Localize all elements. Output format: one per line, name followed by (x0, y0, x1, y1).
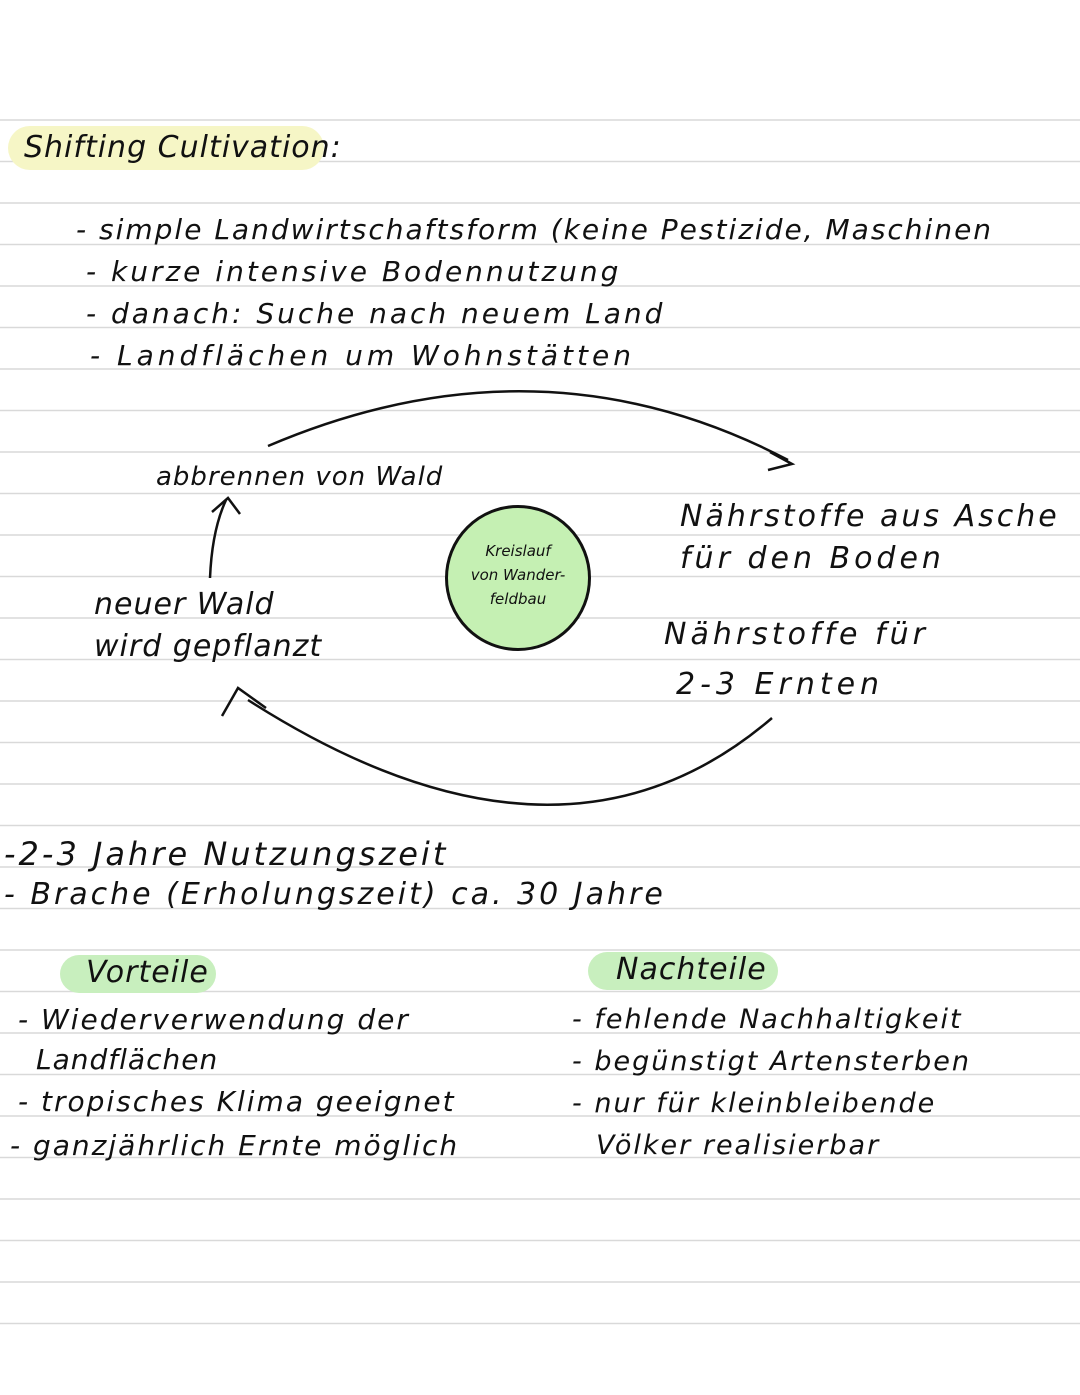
left-up-arrow (208, 499, 228, 579)
vorteile-heading: Vorteile (86, 955, 209, 990)
nachteile-item: - begünstigt Artensterben (572, 1046, 972, 1077)
fact-line: -2-3 Jahre Nutzungszeit (4, 835, 449, 873)
cycle-center-circle: Kreislauf von Wander- feldbau (445, 505, 591, 651)
nachteile-item: - fehlende Nachhaltigkeit (572, 1004, 963, 1035)
nachteile-item: Völker realisierbar (596, 1130, 881, 1161)
circle-label: von Wander- (470, 566, 566, 584)
cycle-step-replant: neuer Wald (94, 587, 275, 622)
top-arc-arrow (267, 390, 789, 462)
circle-label: feldbau (489, 590, 547, 608)
bottom-arc-arrow (247, 698, 773, 806)
vorteile-highlight (60, 955, 216, 993)
page-title: Shifting Cultivation: (24, 130, 342, 165)
title-highlight (8, 126, 324, 170)
vorteile-item: - ganzjährlich Ernte möglich (10, 1129, 460, 1162)
cycle-step-replant: wird gepflanzt (94, 629, 323, 664)
cycle-step-harvest: Nährstoffe für (664, 617, 929, 652)
intro-bullet: - kurze intensive Bodennutzung (86, 255, 622, 288)
circle-label: Kreislauf (485, 542, 551, 560)
cycle-step-ash: Nährstoffe aus Asche (680, 499, 1060, 534)
intro-bullet: - danach: Suche nach neuem Land (86, 297, 666, 330)
cycle-step-ash: für den Boden (680, 541, 945, 576)
vorteile-item: Landflächen (36, 1043, 219, 1076)
fact-line: - Brache (Erholungszeit) ca. 30 Jahre (4, 877, 666, 912)
nachteile-heading: Nachteile (616, 952, 767, 987)
intro-bullet: - Landflächen um Wohnstätten (90, 339, 635, 372)
bottom-arc-arrowhead (220, 686, 267, 717)
top-arc-arrowhead (767, 450, 796, 472)
left-up-arrowhead (211, 496, 241, 515)
cycle-step-burn: abbrennen von Wald (156, 462, 444, 492)
cycle-step-harvest: 2-3 Ernten (676, 667, 885, 702)
nachteile-item: - nur für kleinbleibende (572, 1088, 937, 1119)
vorteile-item: - tropisches Klima geeignet (18, 1085, 456, 1118)
vorteile-item: - Wiederverwendung der (18, 1003, 410, 1036)
nachteile-highlight (588, 952, 778, 990)
intro-bullet: - simple Landwirtschaftsform (keine Pest… (76, 213, 994, 246)
